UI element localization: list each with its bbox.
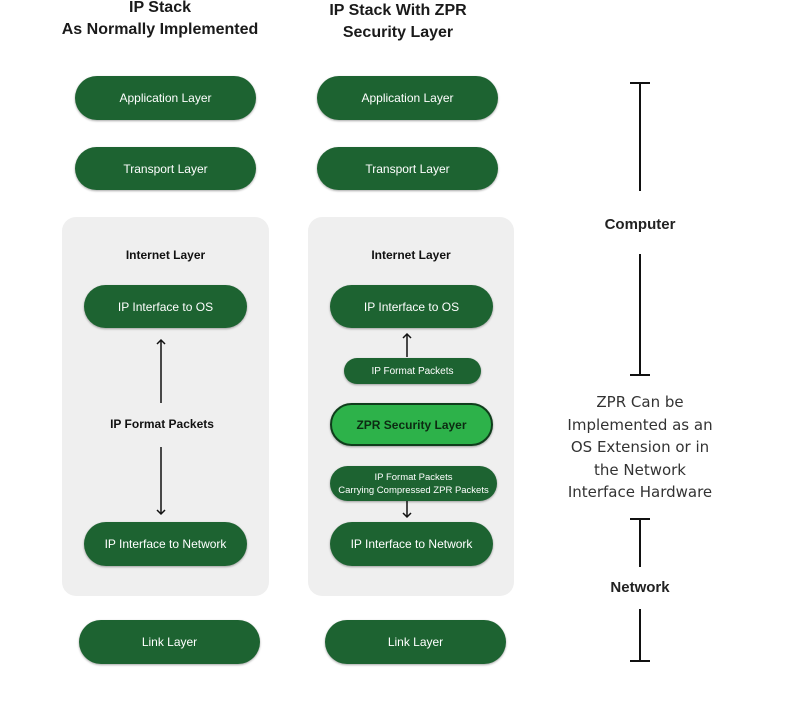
left-ip-interface-os: IP Interface to OS — [84, 285, 247, 328]
left-column-title: IP Stack As Normally Implemented — [40, 0, 280, 41]
right-title-line1: IP Stack With ZPR — [329, 2, 467, 19]
left-packets-label: IP Format Packets — [110, 417, 214, 431]
left-title-line2: As Normally Implemented — [61, 21, 259, 38]
note-line-3: OS Extension or in — [570, 438, 710, 456]
right-application-layer: Application Layer — [317, 76, 498, 120]
compressed-line2: Carrying Compressed ZPR Packets — [338, 484, 489, 496]
network-label: Network — [610, 579, 670, 596]
note-line-2: Implemented as an — [567, 415, 713, 434]
left-application-layer: Application Layer — [75, 76, 256, 120]
left-link-layer: Link Layer — [79, 620, 260, 664]
implementation-note: ZPR Can be Implemented as an OS Extensio… — [545, 391, 735, 504]
note-line-4: the Network — [593, 460, 686, 479]
right-link-layer: Link Layer — [325, 620, 506, 664]
zpr-security-layer: ZPR Security Layer — [330, 403, 493, 446]
left-title-line1: IP Stack — [129, 0, 191, 16]
right-title-line2: Security Layer — [342, 24, 454, 41]
left-transport-layer: Transport Layer — [75, 147, 256, 190]
right-ip-interface-os: IP Interface to OS — [330, 285, 493, 328]
left-ip-interface-network: IP Interface to Network — [84, 522, 247, 566]
network-bracket — [630, 518, 650, 662]
computer-label: Computer — [604, 216, 676, 233]
note-line-1: ZPR Can be — [596, 393, 684, 411]
right-transport-layer: Transport Layer — [317, 147, 498, 190]
compressed-line1: IP Format Packets — [374, 471, 453, 483]
right-internet-title: Internet Layer — [371, 248, 451, 262]
right-column-title: IP Stack With ZPR Security Layer — [288, 0, 508, 44]
right-packets-pill: IP Format Packets — [344, 358, 481, 384]
right-ip-interface-network: IP Interface to Network — [330, 522, 493, 566]
note-line-5: Interface Hardware — [567, 483, 713, 501]
left-internet-title: Internet Layer — [125, 248, 206, 262]
computer-bracket — [630, 82, 650, 376]
right-compressed-packets-pill: IP Format Packets Carrying Compressed ZP… — [330, 466, 497, 501]
